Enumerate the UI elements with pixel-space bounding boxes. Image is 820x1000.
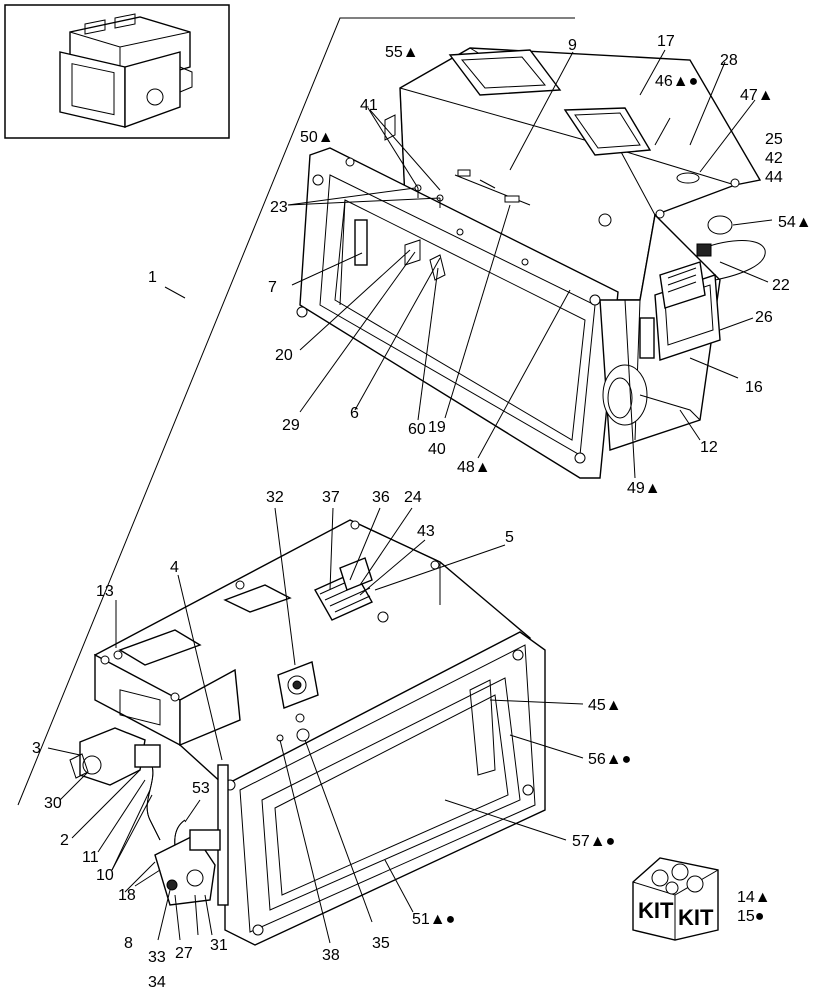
callout-36: 36: [372, 489, 390, 506]
callout-43: 43: [417, 523, 435, 540]
callout-30: 30: [44, 795, 62, 812]
callout-25: 25: [765, 131, 783, 148]
callout-49: 49▲: [627, 480, 661, 497]
callout-37: 37: [322, 489, 340, 506]
kit-box: KIT KIT: [632, 857, 719, 941]
callout-4: 4: [170, 559, 179, 576]
callout-11: 11: [82, 849, 99, 866]
callout-41: 41: [360, 97, 378, 114]
callout-18: 18: [118, 887, 136, 904]
callout-60: 60: [408, 421, 426, 438]
callout-42: 42: [765, 150, 783, 167]
callout-9: 9: [568, 37, 577, 54]
callout-20: 20: [275, 347, 293, 364]
callout-56: 56▲●: [588, 751, 631, 768]
callout-15: 15●: [737, 908, 764, 925]
kit-label-left: KIT: [638, 898, 674, 923]
callout-27: 27: [175, 945, 193, 962]
callout-32: 32: [266, 489, 284, 506]
callout-48: 48▲: [457, 459, 491, 476]
kit-label-right: KIT: [678, 905, 714, 930]
callout-13: 13: [96, 583, 114, 600]
callout-40: 40: [428, 441, 446, 458]
overview-thumbnail: [4, 4, 230, 139]
lower-housing-assembly: [69, 519, 546, 946]
callout-47: 47▲: [740, 87, 774, 104]
callout-35: 35: [372, 935, 390, 952]
callout-54: 54▲: [778, 214, 812, 231]
leader-1: [17, 17, 575, 806]
callout-34: 34: [148, 974, 166, 991]
callout-38: 38: [322, 947, 340, 964]
callout-12: 12: [700, 439, 718, 456]
callout-labels: 9 17 55▲ 46▲● 28 47▲ 41 50▲ 25 42 44 23 …: [32, 33, 812, 991]
callout-1: 1: [148, 269, 157, 286]
callout-3: 3: [32, 740, 41, 757]
callout-31: 31: [210, 937, 228, 954]
callout-10: 10: [96, 867, 114, 884]
callout-46: 46▲●: [655, 73, 698, 90]
callout-28: 28: [720, 52, 738, 69]
callout-22: 22: [772, 277, 790, 294]
callout-16: 16: [745, 379, 763, 396]
callout-29: 29: [282, 417, 300, 434]
callout-14: 14▲: [737, 889, 771, 906]
callout-53: 53: [192, 780, 210, 797]
callout-45: 45▲: [588, 697, 622, 714]
callout-51: 51▲●: [412, 911, 455, 928]
callout-55: 55▲: [385, 44, 419, 61]
callout-24: 24: [404, 489, 422, 506]
callout-5: 5: [505, 529, 514, 546]
callout-8: 8: [124, 935, 133, 952]
callout-17: 17: [657, 33, 675, 50]
callout-50: 50▲: [300, 129, 334, 146]
callout-23: 23: [270, 199, 288, 216]
callout-26: 26: [755, 309, 773, 326]
callout-19: 19: [428, 419, 446, 436]
callout-6: 6: [350, 405, 359, 422]
callout-57: 57▲●: [572, 833, 615, 850]
callout-2: 2: [60, 832, 69, 849]
callout-44: 44: [765, 169, 783, 186]
callout-33: 33: [148, 949, 166, 966]
callout-7: 7: [268, 279, 277, 296]
